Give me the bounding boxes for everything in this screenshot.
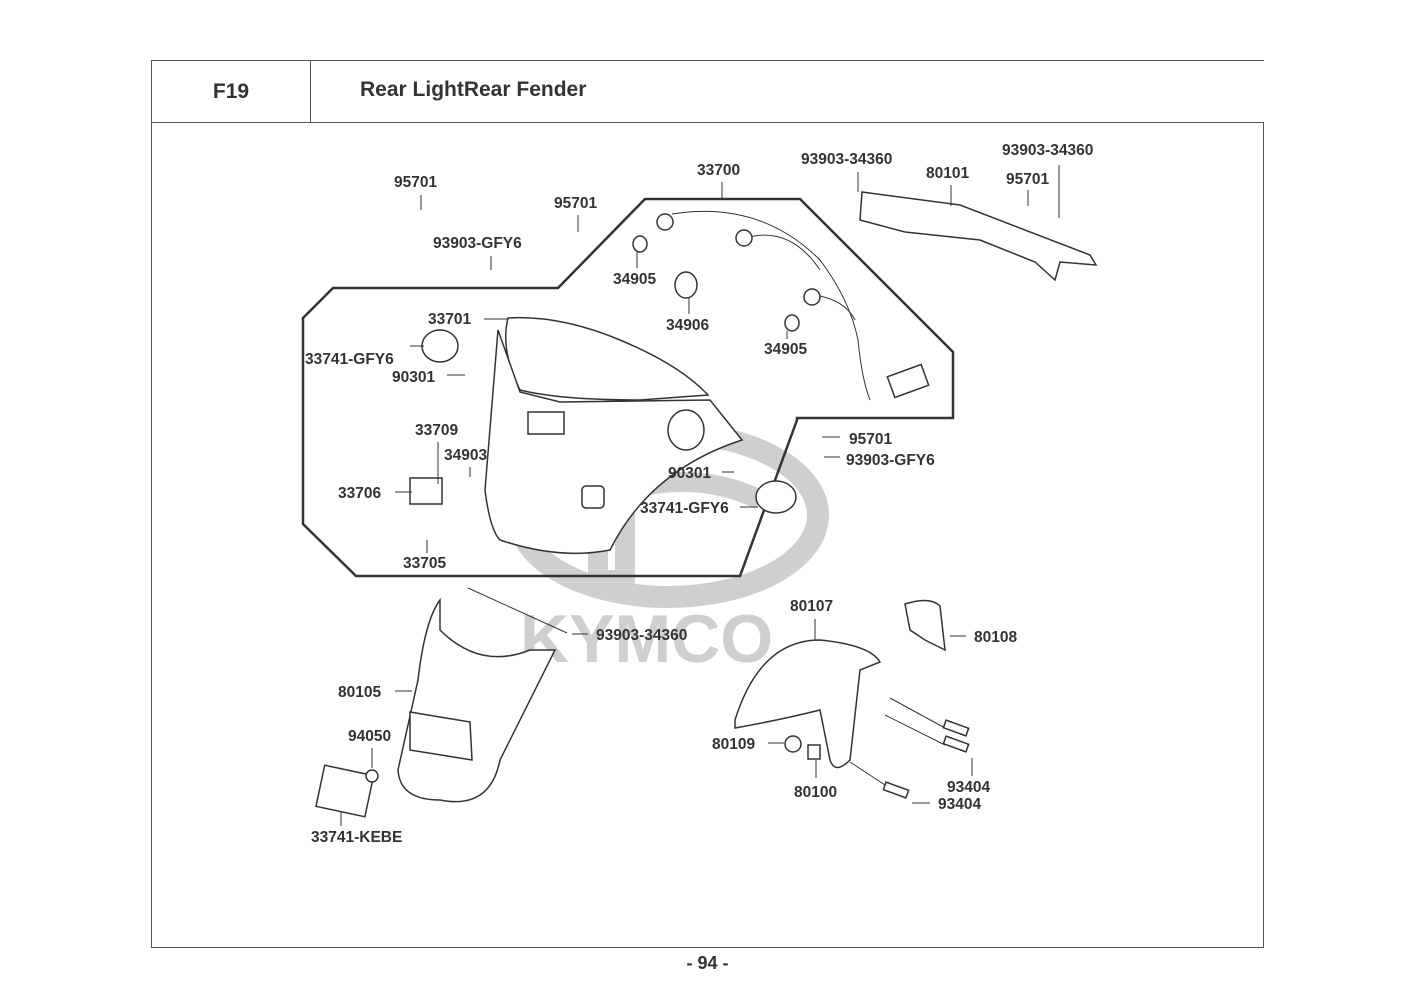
callout-label: 80109 — [712, 736, 755, 753]
callout-label: 93903-34360 — [596, 627, 687, 644]
callout-label: 95701 — [554, 195, 597, 212]
callout-label: 33705 — [403, 555, 446, 572]
page-number: - 94 - — [686, 953, 729, 973]
bulb-34906 — [674, 271, 698, 299]
callout-label: 93903-GFY6 — [846, 452, 935, 469]
callout-label: 80101 — [926, 165, 969, 182]
reflector-kebe — [315, 764, 375, 818]
diagram-frame — [151, 122, 1264, 948]
callout-label: 95701 — [1006, 171, 1049, 188]
callout-label: 90301 — [668, 465, 711, 482]
license-plate-mount — [409, 711, 473, 761]
callout-label: 34906 — [666, 317, 709, 334]
callout-label: 93903-34360 — [801, 151, 892, 168]
callout-label: 93903-34360 — [1002, 142, 1093, 159]
callout-label: 34905 — [613, 271, 656, 288]
callout-label: 80107 — [790, 598, 833, 615]
callout-label: 34903 — [444, 447, 487, 464]
reflector-left — [421, 329, 459, 363]
callout-label: 90301 — [392, 369, 435, 386]
nut-94050 — [365, 769, 379, 783]
callout-label: 80100 — [794, 784, 837, 801]
front-fender — [734, 639, 882, 769]
bulb-34905-lower — [784, 314, 800, 332]
spacer-80100 — [807, 744, 821, 760]
tail-light-housing — [484, 316, 744, 555]
callout-label: 33741-KEBE — [311, 829, 402, 846]
callout-label: 33709 — [415, 422, 458, 439]
wiring-harness — [656, 210, 930, 401]
callout-label: 33701 — [428, 311, 471, 328]
callout-label: 33741-GFY6 — [640, 500, 729, 517]
watermark-text: KYMCO — [520, 601, 773, 677]
callout-label: 33741-GFY6 — [305, 351, 394, 368]
callout-label: 95701 — [394, 174, 437, 191]
license-light — [409, 477, 443, 505]
collar-80109 — [784, 735, 802, 753]
callout-label: 33700 — [697, 162, 740, 179]
reflector-right — [755, 480, 797, 514]
rear-carrier — [859, 191, 1098, 282]
callout-label: 80108 — [974, 629, 1017, 646]
page-title: Rear LightRear Fender — [360, 78, 587, 101]
assembly-outline — [301, 197, 955, 578]
callout-label: 33706 — [338, 485, 381, 502]
callout-label: 34905 — [764, 341, 807, 358]
callout-label: 93903-GFY6 — [433, 235, 522, 252]
fender-bracket — [904, 599, 946, 652]
bulb-34905-upper — [632, 235, 648, 253]
header-rule — [151, 60, 1264, 61]
callout-label: 93404 — [938, 796, 981, 813]
callout-label: 93404 — [947, 779, 990, 796]
callout-label: 95701 — [849, 431, 892, 448]
callout-label: 94050 — [348, 728, 391, 745]
callout-label: 80105 — [338, 684, 381, 701]
bolts-93404 — [849, 697, 970, 799]
